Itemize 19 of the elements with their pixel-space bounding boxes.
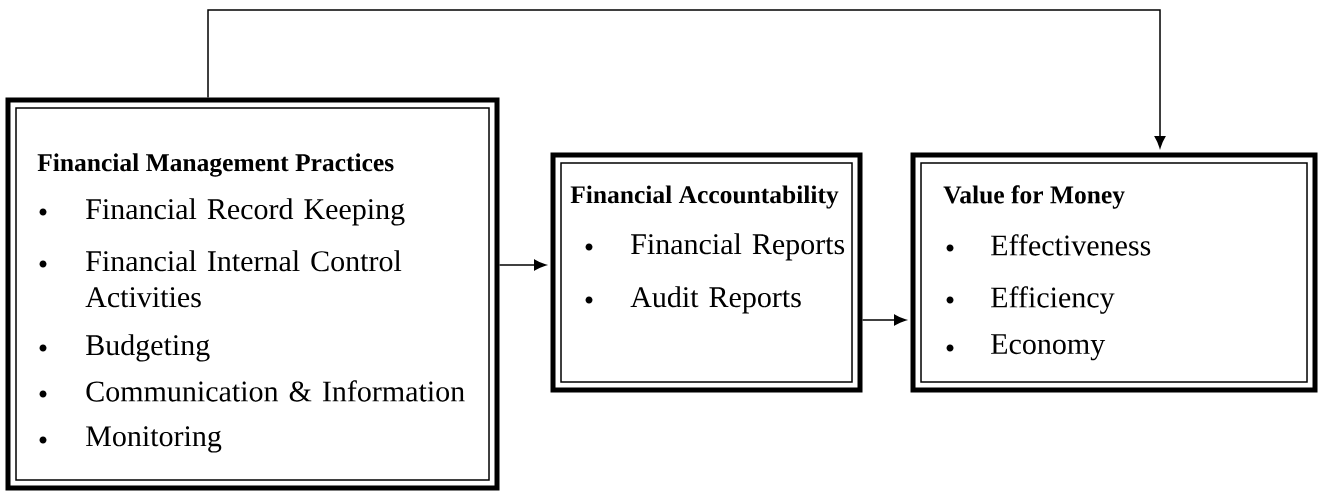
bullet-item: Economy — [946, 334, 1106, 361]
bullet-item: Efficiency — [946, 286, 1115, 314]
bullet-item: Financial Internal Control Activities — [39, 250, 402, 308]
bullet-item: Audit Reports — [585, 286, 801, 314]
arrow — [207, 9, 1166, 149]
framed-box — [5, 97, 500, 491]
bullet-item: Effectiveness — [946, 234, 1151, 256]
bullet-item: Financial Record Keeping — [39, 198, 405, 226]
arrow — [861, 314, 907, 326]
box-heading: Value for Money — [943, 185, 1125, 209]
bullet-item: Monitoring — [39, 426, 222, 453]
framed-box — [910, 152, 1318, 393]
bullet-item: Budgeting — [39, 334, 210, 362]
arrow — [498, 259, 547, 271]
box-heading: Financial Accountability — [570, 185, 839, 209]
bullet-item: Communication & Information — [39, 380, 465, 402]
framed-box — [550, 152, 863, 393]
box-heading: Financial Management Practices — [37, 153, 394, 177]
bullet-item: Financial Reports — [585, 233, 845, 261]
